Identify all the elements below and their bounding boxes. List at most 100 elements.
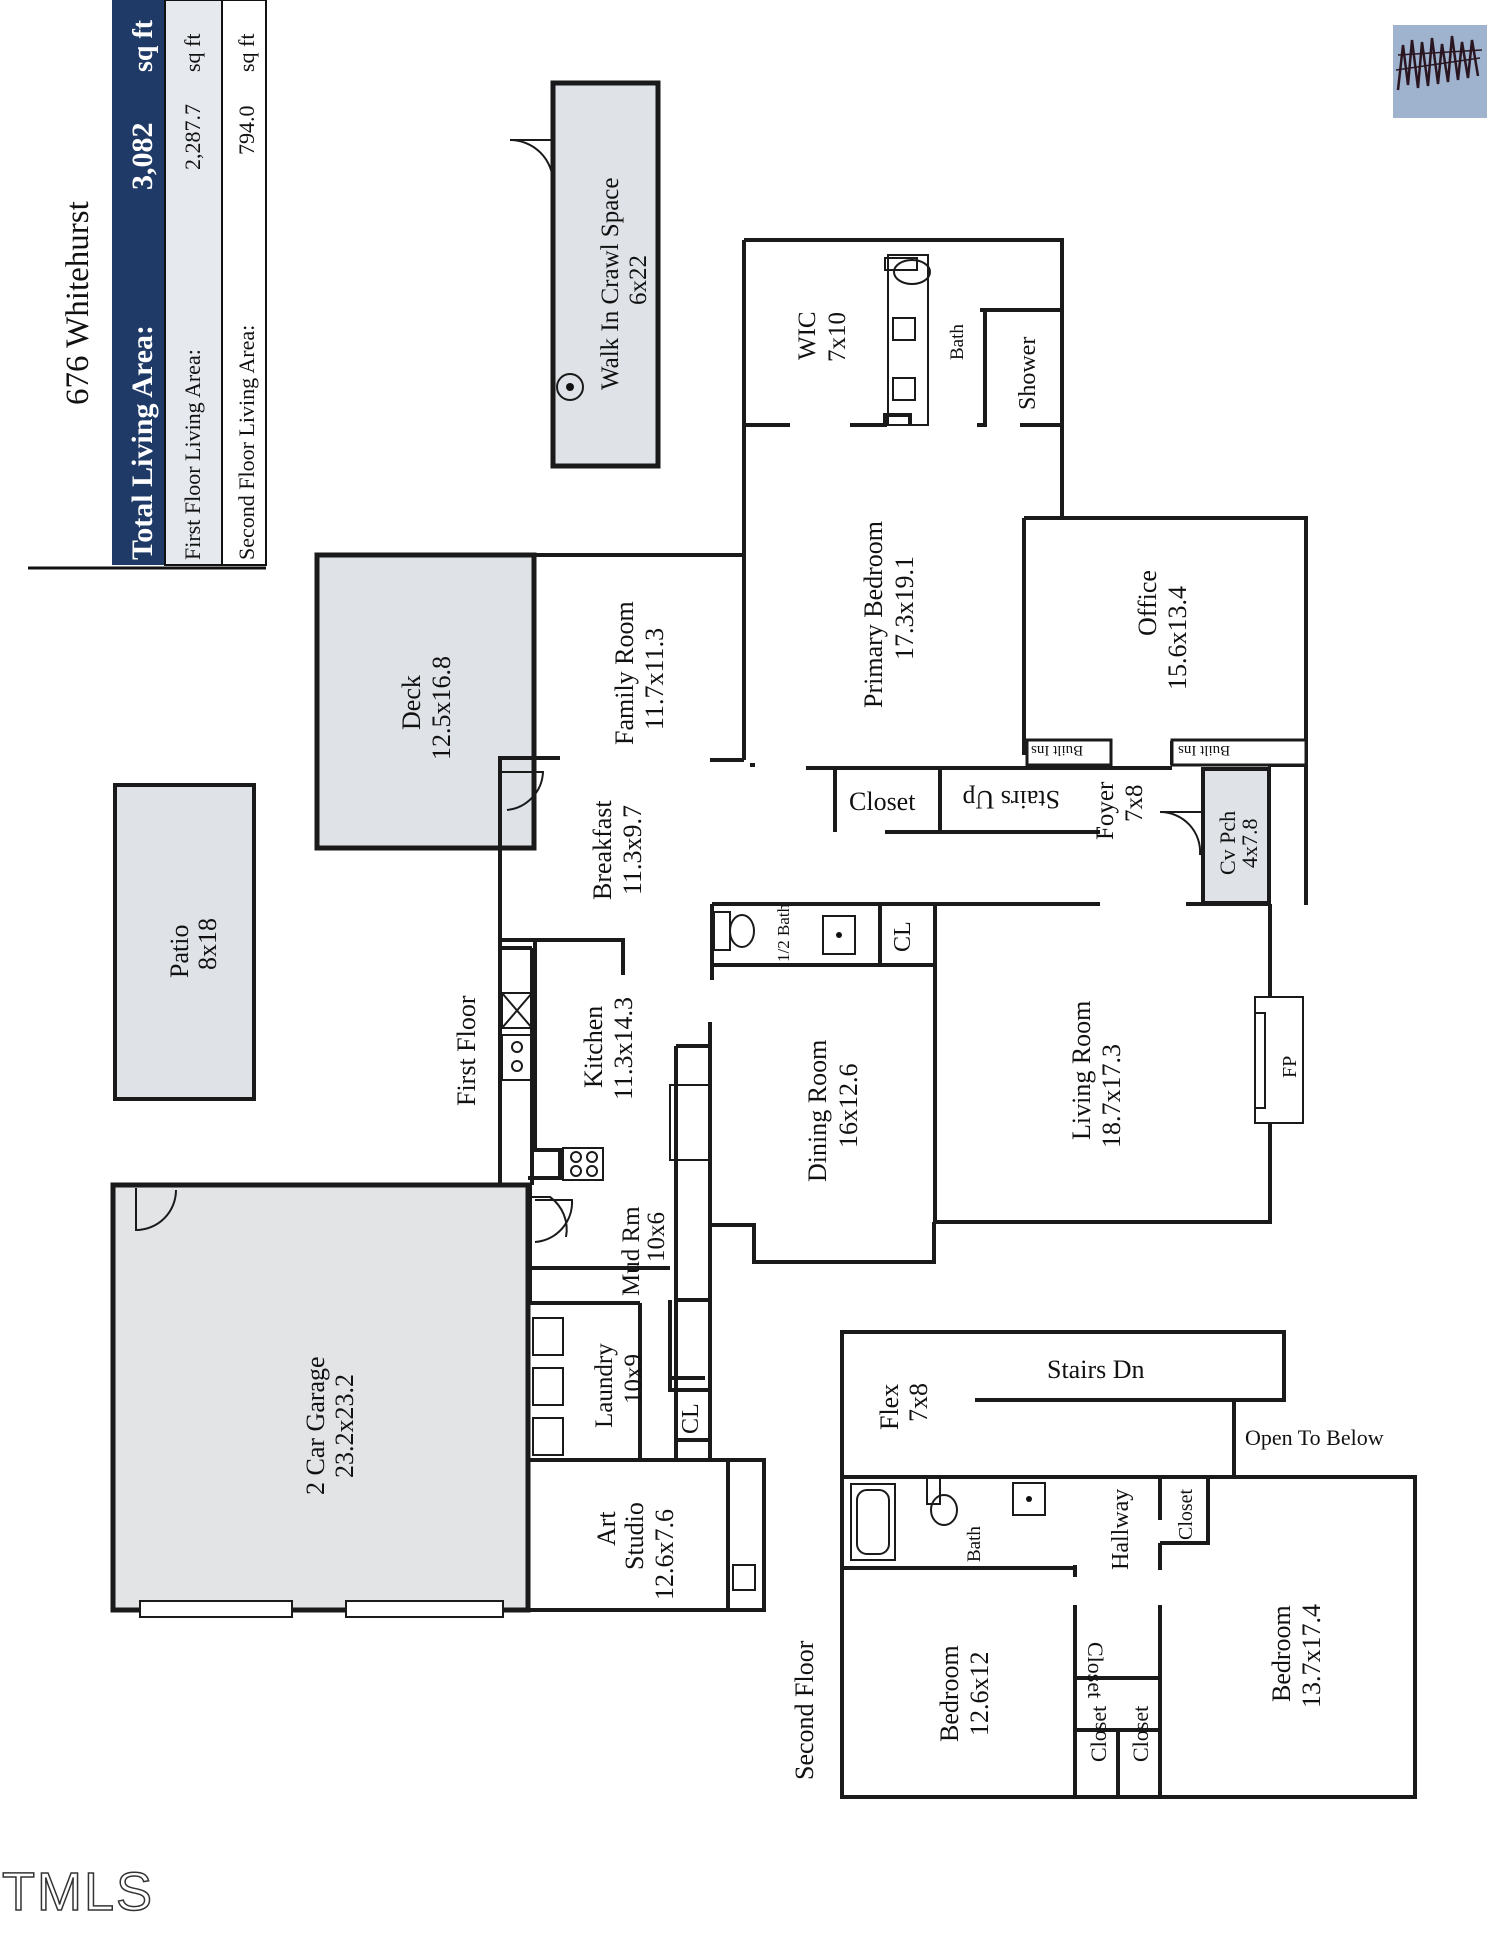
svg-text:6x22: 6x22: [625, 255, 652, 305]
svg-text:Primary Bedroom: Primary Bedroom: [859, 521, 888, 708]
bathtub-icon: [850, 1483, 896, 1561]
svg-text:Deck: Deck: [397, 675, 426, 730]
stove-icon: [562, 1147, 604, 1181]
svg-text:18.7x17.3: 18.7x17.3: [1097, 1044, 1126, 1148]
first-floor-walls: [498, 238, 1308, 1612]
svg-text:16x12.6: 16x12.6: [834, 1064, 863, 1149]
svg-text:4x7.8: 4x7.8: [1237, 819, 1262, 869]
svg-text:13.7x17.4: 13.7x17.4: [1297, 1604, 1326, 1708]
svg-text:Office: Office: [1133, 570, 1162, 636]
vanity-icon: [887, 254, 929, 426]
svg-text:Laundry: Laundry: [591, 1343, 618, 1428]
svg-text:Closet: Closet: [1128, 1706, 1153, 1762]
half-bath-sink-icon: [822, 915, 856, 955]
second-floor-unit: sq ft: [234, 34, 259, 73]
svg-text:Stairs Dn: Stairs Dn: [1047, 1355, 1145, 1384]
svg-text:12.6x12: 12.6x12: [965, 1652, 994, 1737]
svg-text:Closet: Closet: [849, 787, 916, 816]
half-bath-toilet-icon: [713, 911, 731, 951]
svg-text:7x8: 7x8: [904, 1383, 933, 1422]
room-crawl-space: Walk In Crawl Space 6x22: [509, 80, 661, 469]
art-sink-icon: [732, 1564, 756, 1591]
area-summary-table: 676 Whitehurst Total Living Area: 3,082 …: [28, 0, 267, 570]
garage-door-1: [139, 1600, 293, 1618]
svg-text:Built Ins: Built Ins: [1031, 742, 1083, 758]
svg-text:Bath: Bath: [964, 1526, 985, 1562]
svg-text:First Floor: First Floor: [452, 995, 481, 1106]
svg-text:12.5x16.8: 12.5x16.8: [427, 656, 456, 760]
svg-text:CL: CL: [678, 1403, 704, 1434]
svg-text:Closet: Closet: [1086, 1706, 1111, 1762]
room-garage: 2 Car Garage 23.2x23.2: [110, 1182, 531, 1618]
washer-icon: [532, 1317, 564, 1356]
svg-text:8x18: 8x18: [193, 918, 222, 970]
svg-text:10x6: 10x6: [643, 1212, 670, 1262]
svg-text:2 Car Garage: 2 Car Garage: [301, 1356, 330, 1495]
room-patio: Patio 8x18: [113, 783, 256, 1101]
first-floor-unit: sq ft: [180, 34, 205, 73]
svg-text:12.6x7.6: 12.6x7.6: [650, 1509, 679, 1600]
sink-icon: [1012, 1482, 1046, 1516]
svg-text:Built Ins: Built Ins: [1178, 742, 1230, 758]
room-deck: Deck 12.5x16.8: [314, 552, 537, 851]
svg-text:Open To Below: Open To Below: [1245, 1425, 1384, 1450]
svg-text:Family Room: Family Room: [610, 601, 639, 745]
total-area-unit: sq ft: [128, 19, 159, 72]
svg-text:11.3x9.7: 11.3x9.7: [618, 805, 647, 895]
svg-text:Foyer: Foyer: [1092, 781, 1119, 840]
svg-text:1/2 Bath: 1/2 Bath: [774, 903, 793, 962]
svg-text:11.3x14.3: 11.3x14.3: [609, 997, 638, 1100]
svg-text:Closet: Closet: [1175, 1488, 1197, 1540]
svg-text:Dining Room: Dining Room: [803, 1040, 832, 1182]
svg-text:10x9: 10x9: [620, 1354, 647, 1404]
svg-text:Flex: Flex: [875, 1384, 904, 1430]
svg-text:17.3x19.1: 17.3x19.1: [890, 556, 919, 660]
kitchen-sink-icon: [501, 1034, 533, 1081]
svg-text:23.2x23.2: 23.2x23.2: [330, 1374, 359, 1478]
fireplace-icon: [1254, 996, 1304, 1124]
svg-text:Stairs Up: Stairs Up: [963, 785, 1061, 814]
svg-text:7x10: 7x10: [824, 312, 851, 362]
svg-text:7x8: 7x8: [1121, 785, 1148, 823]
total-area-value: 3,082: [126, 123, 159, 191]
bath2-toilet-icon: [926, 1477, 941, 1505]
svg-text:15.6x13.4: 15.6x13.4: [1163, 586, 1192, 690]
second-floor-value: 794.0: [234, 106, 259, 156]
svg-text:11.7x11.3: 11.7x11.3: [640, 628, 669, 730]
room-labels: WIC 7x10 Bath Shower Primary Bedroom 17.…: [452, 311, 1384, 1780]
svg-text:Patio: Patio: [165, 925, 194, 978]
svg-text:Walk In Crawl Space: Walk In Crawl Space: [597, 178, 624, 391]
svg-text:Kitchen: Kitchen: [579, 1006, 608, 1088]
first-floor-value: 2,287.7: [180, 104, 205, 170]
svg-text:Studio: Studio: [620, 1502, 649, 1570]
svg-text:Cv Pch: Cv Pch: [1215, 811, 1240, 875]
svg-text:FP: FP: [1279, 1056, 1301, 1078]
svg-text:WIC: WIC: [794, 311, 821, 360]
total-area-band: [112, 0, 165, 565]
fridge-icon: [501, 992, 533, 1029]
svg-text:Breakfast: Breakfast: [588, 800, 617, 900]
svg-text:CL: CL: [890, 921, 916, 952]
second-floor-walls: [840, 1330, 1417, 1799]
second-floor-band: [221, 0, 267, 566]
svg-text:Closet: Closet: [1083, 1642, 1108, 1698]
second-floor-label: Second Floor Living Area:: [234, 325, 259, 560]
toilet-icon: [884, 257, 918, 271]
water-heater-icon: [556, 373, 584, 401]
property-title: 676 Whitehurst: [60, 201, 96, 405]
svg-text:Mud Rm: Mud Rm: [618, 1206, 645, 1296]
total-area-label: Total Living Area:: [126, 325, 159, 560]
first-floor-band: [164, 0, 223, 566]
svg-text:Second Floor: Second Floor: [790, 1640, 819, 1780]
svg-text:Bedroom: Bedroom: [1267, 1605, 1296, 1702]
signature-icon: [1393, 25, 1487, 118]
first-floor-label: First Floor Living Area:: [180, 349, 205, 560]
dryer-icon: [532, 1417, 564, 1456]
svg-text:Bath: Bath: [947, 324, 968, 360]
tmls-logo: TMLS: [2, 1862, 154, 1922]
garage-door-2: [345, 1600, 504, 1618]
svg-text:Hallway: Hallway: [1108, 1489, 1134, 1570]
svg-text:Shower: Shower: [1015, 337, 1041, 410]
svg-text:Art: Art: [592, 1511, 621, 1546]
